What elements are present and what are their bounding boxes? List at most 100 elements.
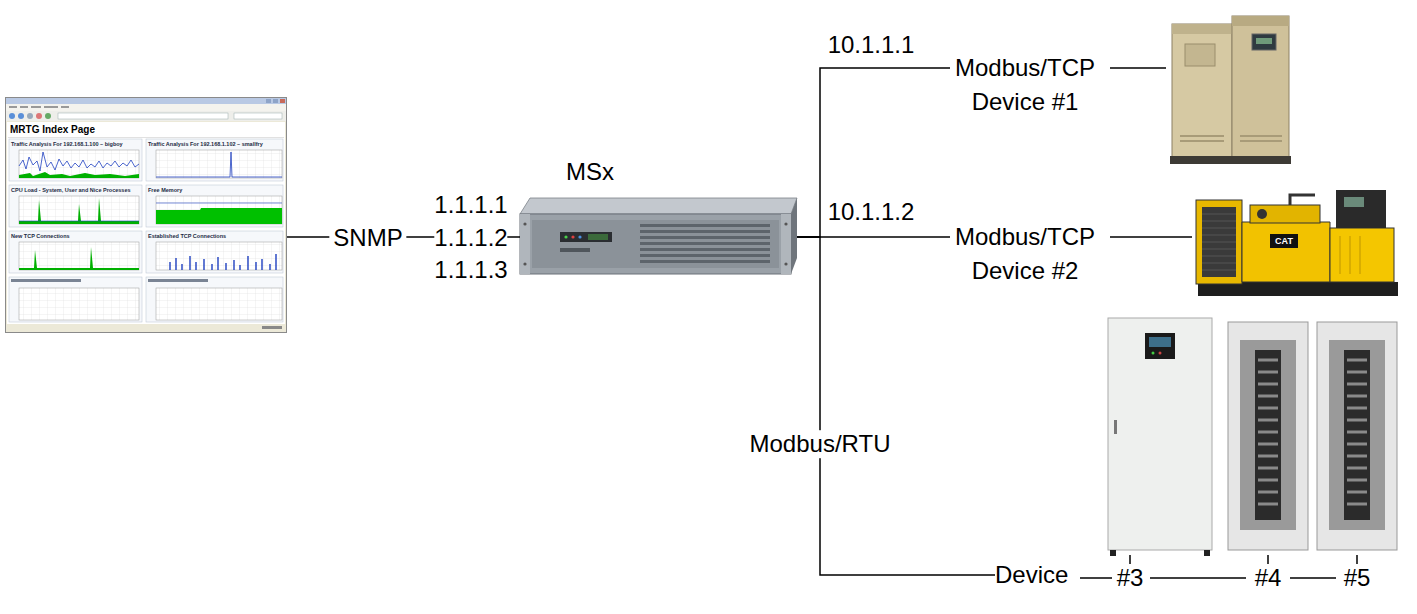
device-number: #4 (1255, 564, 1282, 592)
chart-data (19, 152, 282, 270)
chart-panel (9, 139, 283, 322)
ups-cabinet (1170, 156, 1291, 164)
chart-panel (146, 139, 283, 181)
connector-line (797, 68, 950, 237)
msx-appliance (560, 232, 612, 242)
panelboard (1317, 322, 1397, 550)
switch-cabinet (1149, 337, 1171, 347)
chart-title: New TCP Connections (11, 233, 70, 239)
mrtg-screenshot (6, 111, 286, 121)
ups-cabinet (1170, 16, 1291, 164)
msx-appliance (640, 224, 770, 227)
node-text: Device (995, 560, 1068, 590)
connection-label: SNMP (329, 224, 406, 252)
chart-panel (11, 279, 81, 282)
ups-cabinet (1232, 16, 1289, 26)
msx-appliance (640, 254, 770, 257)
diesel-generator (1196, 190, 1398, 296)
msx-appliance (523, 262, 526, 265)
panelboard (1240, 340, 1296, 530)
chart-data (19, 221, 139, 222)
msx-appliance (781, 214, 791, 274)
diesel-generator (1336, 190, 1386, 228)
chart-data (156, 152, 282, 177)
mrtg-screenshot (6, 104, 286, 111)
mrtg-screenshot (36, 113, 42, 119)
mrtg-screenshot (273, 99, 278, 103)
msx-appliance (784, 222, 787, 225)
chart-plot (156, 242, 282, 270)
mrtg-screenshot (6, 98, 286, 104)
msx-appliance (640, 236, 770, 239)
mrtg-screenshot (280, 99, 285, 103)
ups-cabinet (1180, 140, 1224, 142)
chart-panel (9, 277, 142, 322)
ups-cabinet (1232, 16, 1289, 158)
msx-appliance (560, 248, 590, 252)
mrtg-screenshot (45, 113, 51, 119)
node-text: MRTG Index Page (10, 124, 287, 136)
msx-appliance (532, 220, 779, 268)
chart-data (170, 254, 276, 270)
chart-plot (156, 288, 282, 320)
switch-cabinet (1114, 420, 1117, 434)
panelboard (1329, 340, 1385, 530)
chart-panel (9, 185, 142, 227)
chart-plot (156, 196, 282, 224)
switch-cabinet (1152, 352, 1155, 355)
ups-cabinet (1240, 135, 1282, 137)
chart-plot (19, 242, 139, 270)
connection-label: 10.1.1.1 (824, 31, 919, 59)
chart-panel (9, 231, 142, 273)
chart-data (156, 203, 282, 204)
connection-label: Modbus/RTU (746, 430, 895, 458)
mrtg-screenshot (9, 113, 15, 119)
msx-appliance (640, 230, 770, 233)
bus-device-label: Device (995, 560, 1068, 590)
msx-appliance (564, 235, 567, 238)
switch-cabinet (1108, 318, 1212, 556)
switch-cabinet (1108, 318, 1212, 550)
device-wire (1080, 577, 1112, 579)
device-number: #3 (1117, 564, 1144, 592)
msx-appliance (520, 198, 797, 214)
panelboard (1258, 360, 1278, 504)
mrtg-screenshot (31, 106, 41, 108)
mrtg-screenshot (9, 106, 17, 108)
chart-title: Established TCP Connections (148, 233, 226, 239)
chart-panel (146, 277, 283, 322)
panelboard (1344, 350, 1370, 520)
mrtg-screenshot (266, 99, 271, 103)
ups-cabinet (1256, 38, 1272, 44)
brand-logo: CAT (1273, 236, 1295, 246)
diesel-generator (1340, 236, 1360, 274)
mrtg-screenshot (27, 113, 33, 119)
msx-appliance (520, 214, 791, 274)
diesel-generator (1242, 222, 1330, 282)
msx-appliance (523, 222, 526, 225)
ups-cabinet (1185, 44, 1215, 66)
chart-plot (19, 288, 139, 320)
ups-cabinet (1240, 140, 1282, 142)
connector-line (797, 237, 995, 575)
msx-appliance (571, 235, 574, 238)
chart-title: Free Memory (148, 187, 182, 193)
chart-panel (146, 185, 283, 227)
msx-appliance (578, 235, 581, 238)
diesel-generator (1202, 214, 1236, 270)
node-text: Modbus/TCP Device #2 (950, 220, 1100, 288)
diesel-generator (1250, 205, 1320, 223)
device-number: #5 (1344, 564, 1371, 592)
diesel-generator (1270, 234, 1298, 248)
mrtg-screenshot (18, 113, 24, 119)
device-wire (1110, 67, 1166, 69)
switch-cabinet (1159, 352, 1162, 355)
mrtg-screenshot (61, 106, 69, 108)
chart-title: CPU Load - System, User and Nice Process… (11, 187, 131, 193)
chart-title: Traffic Analysis For 192.168.1.102 – sma… (148, 141, 263, 147)
node-text: Modbus/TCP Device #1 (950, 51, 1100, 119)
chart-data (156, 208, 282, 224)
mrtg-screenshot (6, 98, 287, 333)
diesel-generator (1290, 195, 1315, 205)
